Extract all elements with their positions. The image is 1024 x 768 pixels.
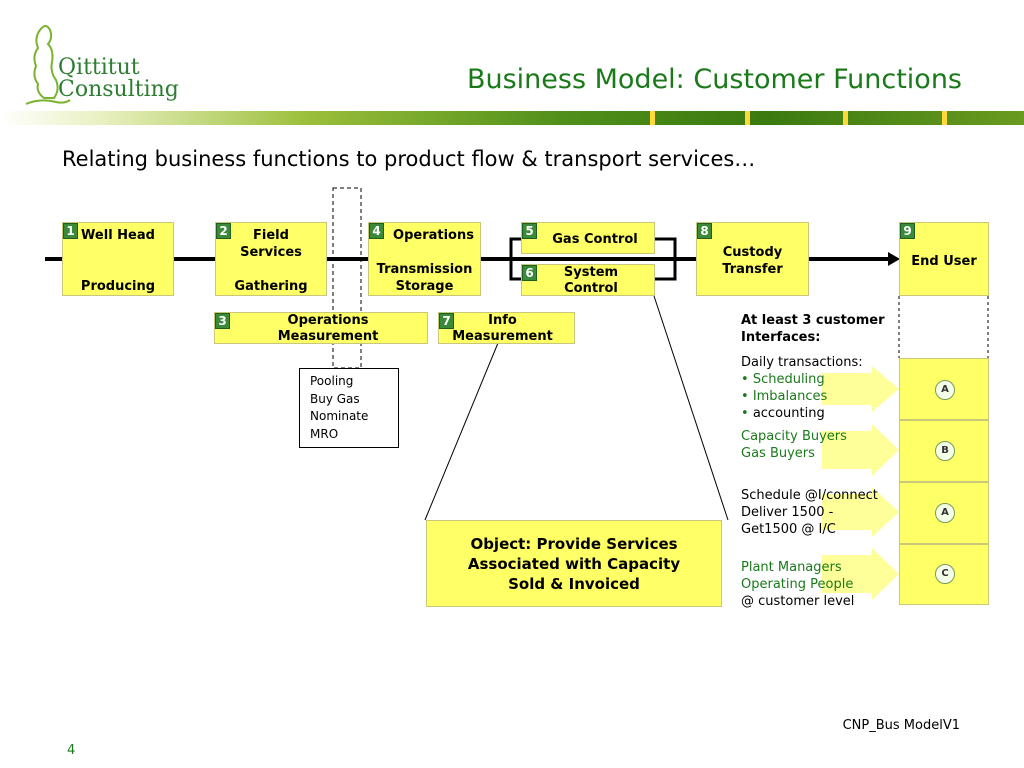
logo-figure-icon [25, 25, 71, 105]
node-label: Gas Control [552, 232, 638, 247]
node-number-badge: 4 [369, 223, 384, 239]
banner-marker [942, 111, 947, 125]
daily-item: • accounting [741, 406, 825, 421]
daily-item: • Imbalances [741, 389, 828, 404]
group-a2-line: Deliver 1500 - [741, 505, 834, 520]
node-end-user: End User [899, 222, 989, 296]
daily-item-text: Scheduling [752, 372, 825, 387]
node-label: Operations [393, 228, 474, 243]
node-system-control: System Control [521, 264, 655, 296]
daily-transactions-heading: Daily transactions: [741, 355, 863, 370]
header-banner [0, 111, 1024, 125]
node-number: 2 [219, 224, 228, 238]
node-label: End User [911, 254, 977, 269]
daily-item: • Scheduling [741, 372, 825, 387]
page-subtitle: Relating business functions to product f… [62, 147, 756, 171]
object-text: Object: Provide Services Associated with… [467, 535, 681, 593]
group-c-line: @ customer level [741, 594, 855, 609]
group-b-line: Gas Buyers [741, 446, 815, 461]
page-title: Business Model: Customer Functions [466, 64, 962, 95]
node-label: Custody Transfer [722, 245, 783, 277]
node-number-badge: 6 [522, 265, 537, 281]
interface-label-circle: C [935, 564, 955, 584]
group-a2-line: Get1500 @ I/C [741, 522, 836, 537]
node-well-head: Well Head Producing [62, 222, 174, 296]
interface-label-circle: A [935, 503, 955, 523]
node-custody-transfer: Custody Transfer [696, 222, 809, 296]
node-label: Transmission Storage [376, 262, 473, 294]
node-label: System Control [563, 265, 619, 296]
node-number: 4 [372, 224, 381, 238]
group-a2-line: Schedule @I/connect [741, 488, 878, 503]
node-number: 7 [442, 314, 451, 328]
interface-box-a2: A [899, 482, 989, 544]
interface-box-c: C [899, 544, 989, 605]
logo-text-line2: Consulting [58, 77, 179, 102]
node-number-badge: 8 [697, 223, 712, 239]
pooling-list-box: Pooling Buy Gas Nominate MRO [299, 368, 399, 448]
group-c-line: Plant Managers [741, 560, 842, 575]
node-number: 6 [525, 266, 534, 280]
node-operations: Operations Transmission Storage [368, 222, 481, 296]
interface-box-b: B [899, 420, 989, 482]
page-number: 4 [67, 743, 76, 758]
node-number: 9 [903, 224, 912, 238]
interface-box-a: A [899, 358, 989, 420]
node-number: 5 [525, 224, 534, 238]
company-logo: Qittitut Consulting [18, 20, 188, 110]
interface-label-circle: A [935, 380, 955, 400]
logo-text-line1: Qittitut [58, 55, 140, 80]
banner-marker [843, 111, 848, 125]
banner-marker [745, 111, 750, 125]
banner-marker [650, 111, 655, 125]
node-number-badge: 5 [522, 223, 537, 239]
list-item: Buy Gas [310, 391, 360, 406]
daily-item-text: accounting [752, 406, 825, 421]
node-gas-control: Gas Control [521, 222, 655, 254]
document-id: CNP_Bus ModelV1 [842, 718, 960, 733]
node-number-badge: 2 [216, 223, 231, 239]
node-label: Operations Measurement [277, 313, 379, 344]
node-label: Producing [80, 279, 156, 294]
node-number: 3 [218, 314, 227, 328]
node-operations-measurement: Operations Measurement [214, 312, 428, 344]
node-field-services: Field Services Gathering [215, 222, 327, 296]
node-number-badge: 7 [439, 313, 454, 329]
node-number-badge: 1 [63, 223, 78, 239]
list-item: Pooling [310, 374, 354, 388]
node-info-measurement: Info Measurement [438, 312, 575, 344]
group-b-line: Capacity Buyers [741, 429, 847, 444]
node-number: 8 [700, 224, 709, 238]
interfaces-heading: At least 3 customer Interfaces: [741, 313, 885, 345]
list-item: Nominate [310, 409, 369, 423]
node-number: 1 [66, 224, 75, 238]
node-label: Info Measurement [452, 313, 553, 344]
node-label: Gathering [234, 279, 308, 294]
interface-label-circle: B [935, 441, 955, 461]
node-label: Field Services [240, 228, 302, 260]
node-number-badge: 9 [900, 223, 915, 239]
daily-item-text: Imbalances [752, 389, 828, 404]
node-number-badge: 3 [215, 313, 230, 329]
list-item: MRO [310, 426, 339, 441]
group-c-line: Operating People [741, 577, 854, 592]
node-label: Well Head [81, 228, 155, 243]
object-box: Object: Provide Services Associated with… [426, 520, 722, 607]
